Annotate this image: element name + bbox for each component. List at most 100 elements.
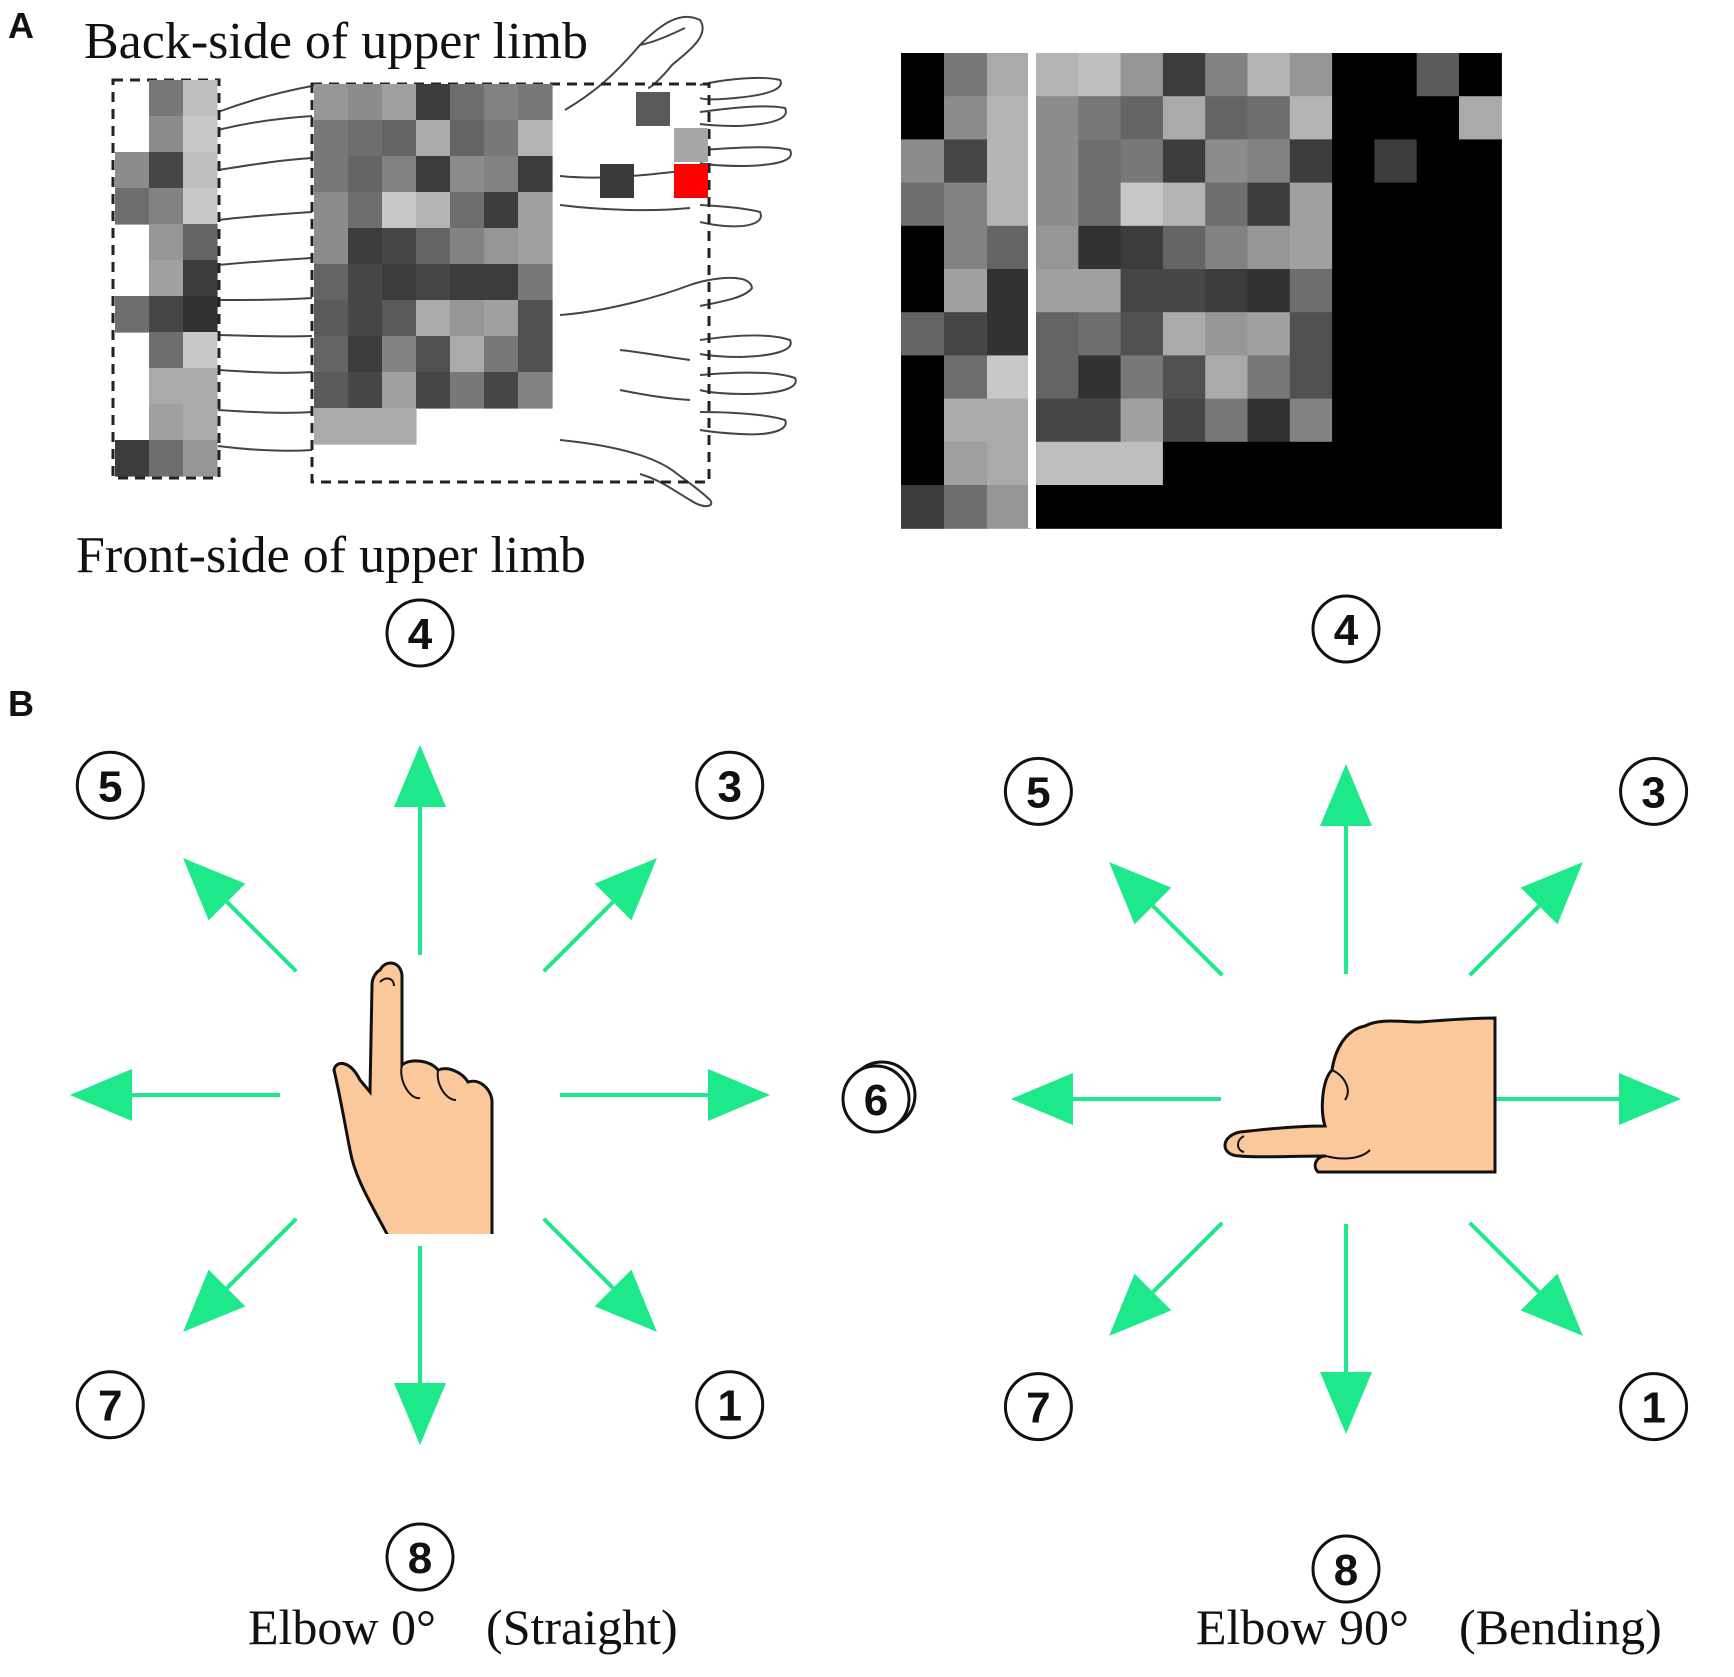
heatmap-cell <box>1036 139 1079 184</box>
heatmap-cell <box>1374 225 1418 270</box>
electrode-cell <box>314 228 349 265</box>
heatmap-cell <box>1036 225 1079 270</box>
heatmap-cell <box>1332 96 1375 140</box>
electrode-cell <box>484 336 519 373</box>
heatmap-cell <box>901 225 945 270</box>
electrode-cell <box>314 84 349 121</box>
heatmap-cell <box>1374 312 1418 356</box>
front-electrode-region <box>310 82 711 484</box>
electrode-cell <box>314 336 349 373</box>
heatmap-cell <box>1162 225 1206 270</box>
heatmap-cell <box>1247 96 1291 140</box>
heatmap-cell <box>1459 441 1502 486</box>
direction-4-circle <box>1311 594 1381 664</box>
heatmap-cell <box>1120 441 1164 486</box>
heatmap-cell <box>1120 225 1164 270</box>
electrode-cell <box>382 372 417 409</box>
electrode-cell <box>314 120 349 157</box>
heatmap-cell <box>1036 96 1079 140</box>
electrode-cell <box>450 228 485 265</box>
heatmap-cell <box>1459 398 1502 443</box>
heatmap-cell <box>1247 312 1291 356</box>
electrode-cell <box>149 260 184 297</box>
electrode-cell <box>348 156 383 193</box>
electrode-cell <box>518 120 553 157</box>
electrode-cell <box>450 372 485 409</box>
electrode-cell <box>149 80 184 117</box>
caption-bending: Elbow 90° (Bending) <box>1196 1599 1662 1655</box>
electrode-cell <box>518 228 553 265</box>
heatmap-cell <box>1162 53 1206 97</box>
direction-1-label: 1 <box>1641 1384 1665 1433</box>
electrode-cell <box>382 156 417 193</box>
direction-diagram-bending: 12345678 <box>841 594 1689 1604</box>
direction-8-circle <box>385 1522 455 1592</box>
heatmap-cell <box>1374 53 1418 97</box>
heatmap-cell <box>1289 182 1333 227</box>
heatmap-cell <box>1247 485 1291 529</box>
heatmap-cell <box>1120 182 1164 227</box>
heatmap-cell <box>1078 225 1122 270</box>
direction-1-circle <box>1619 1372 1689 1442</box>
heatmap-cell <box>901 53 945 97</box>
heatmap-cell <box>1289 312 1333 356</box>
heatmap-cell <box>987 53 1031 97</box>
heatmap-cell <box>1416 441 1460 486</box>
panel-a-label: A <box>8 5 34 46</box>
heatmap-cell <box>1120 96 1164 140</box>
electrode-cell <box>149 188 184 225</box>
heatmap-cell <box>1289 441 1333 486</box>
heatmap-cell <box>901 398 945 443</box>
heatmap-cell <box>944 182 988 227</box>
heatmap-cell <box>1459 269 1502 313</box>
heatmap-cell <box>1205 485 1249 529</box>
heatmap-cell <box>1332 355 1375 400</box>
arrow-8-head <box>1320 1372 1372 1434</box>
heatmap-cell <box>1332 485 1375 529</box>
electrode-cell <box>314 300 349 337</box>
heatmap-cell <box>1416 312 1460 356</box>
heatmap-cell <box>1205 96 1249 140</box>
heatmap-cell <box>1247 53 1291 97</box>
heatmap-cell <box>1416 96 1460 140</box>
heatmap-cell <box>1078 441 1122 486</box>
heatmap-cell <box>1332 53 1375 97</box>
heatmap-cell <box>1289 485 1333 529</box>
arrow-1-head <box>594 1269 657 1332</box>
heatmap-cell <box>1120 312 1164 356</box>
electrode-cell <box>183 116 218 153</box>
heatmap-cell <box>1416 182 1460 227</box>
heatmap-cell <box>1120 398 1164 443</box>
electrode-cell <box>450 84 485 121</box>
electrode-cell <box>416 336 451 373</box>
direction-diagram-straight: 12345678 <box>70 598 917 1592</box>
electrode-cell <box>183 188 218 225</box>
electrode-cell <box>484 192 519 229</box>
heatmap-cell <box>1162 312 1206 356</box>
arrow-7-shaft <box>225 1217 298 1290</box>
electrode-cell <box>484 372 519 409</box>
heatmap-cell <box>1332 225 1375 270</box>
electrode-cell <box>382 408 417 445</box>
electrode-cell <box>518 192 553 229</box>
electrode-cell <box>149 332 184 369</box>
direction-4-circle <box>385 598 455 668</box>
heatmap-cell <box>1078 398 1122 443</box>
heatmap-cell <box>1459 96 1502 140</box>
electrode-cell <box>149 404 184 441</box>
heatmap-cell <box>944 269 988 313</box>
electrode-cell <box>382 120 417 157</box>
electrode-cell <box>416 84 451 121</box>
heatmap-cell <box>1036 485 1079 529</box>
electrode-cell <box>348 372 383 409</box>
heatmap-cell <box>1247 139 1291 184</box>
marker-cell <box>674 128 708 162</box>
heatmap-cell <box>901 269 945 313</box>
electrode-cell <box>183 80 218 117</box>
direction-5-label: 5 <box>98 762 122 811</box>
electrode-cell <box>450 156 485 193</box>
electrode-cell <box>416 264 451 301</box>
heatmap-cell <box>1416 139 1460 184</box>
arrow-5-head <box>1109 862 1172 925</box>
heatmap-cell <box>1289 398 1333 443</box>
